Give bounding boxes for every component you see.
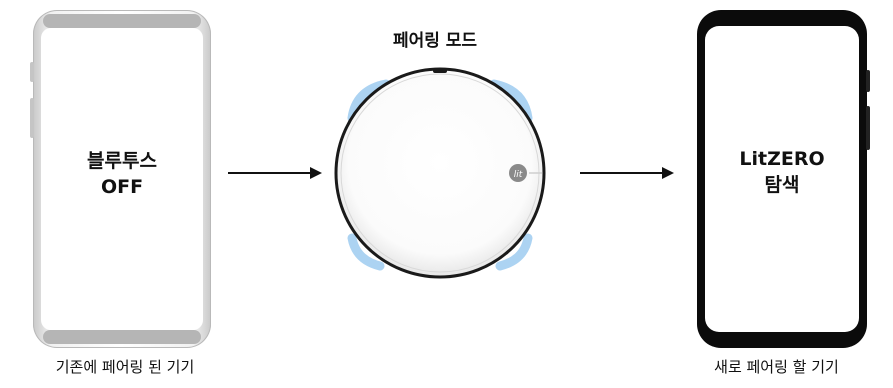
- litzero-device: lit: [330, 60, 550, 280]
- logo-text: lit: [514, 170, 523, 180]
- device-top-notch: [433, 68, 447, 73]
- previously-paired-caption: 기존에 페어링 된 기기: [10, 356, 240, 377]
- arrow-center-to-right: [580, 167, 674, 179]
- new-pairing-caption: 새로 페어링 할 기기: [660, 356, 893, 377]
- arrow-left-to-center: [228, 167, 322, 179]
